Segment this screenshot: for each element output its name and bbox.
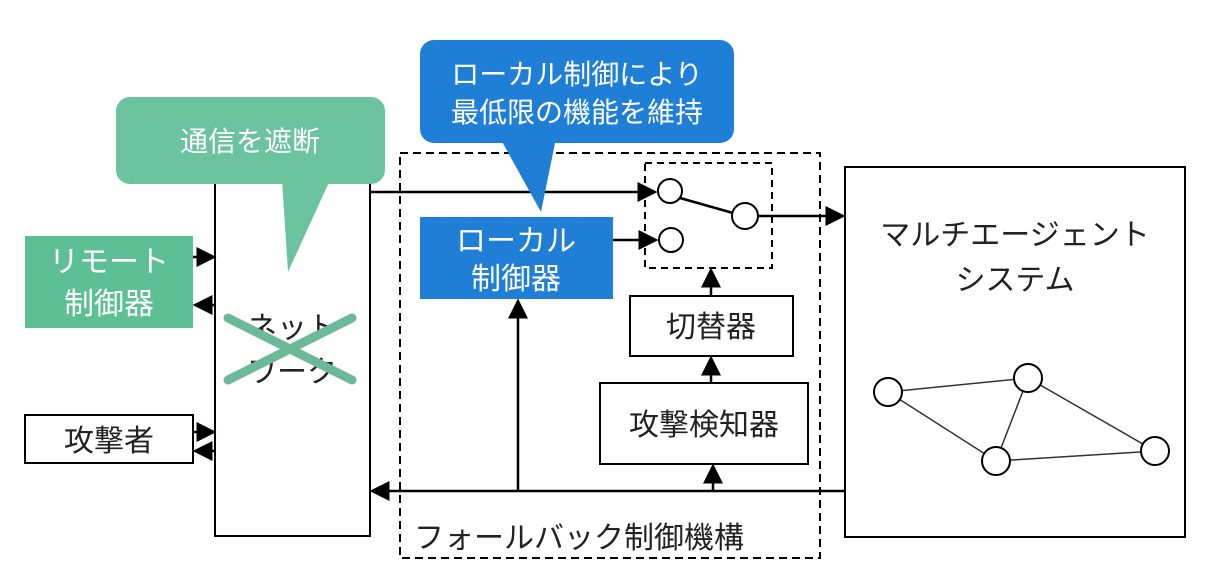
agent-node — [1140, 436, 1170, 466]
fallback-label: フォールバック制御機構 — [414, 521, 744, 556]
fallback-boundary — [399, 152, 821, 559]
remote-controller-box — [25, 236, 193, 328]
callout-block-communication: 通信を遮断 — [116, 97, 385, 272]
switch-common-terminal — [731, 202, 759, 230]
agent-node — [981, 446, 1011, 476]
switch-terminal-local — [658, 227, 684, 253]
callout-local-control-line2: 最低限の機能を維持 — [451, 96, 703, 129]
local-controller-label-line1: ローカル — [456, 224, 576, 259]
local-controller-box — [420, 217, 613, 299]
callout-block-communication-text: 通信を遮断 — [180, 125, 320, 158]
callout-local-control-line1: ローカル制御により — [451, 58, 702, 91]
switcher-box — [629, 295, 794, 357]
mas-box — [844, 166, 1186, 538]
switch-lever — [679, 196, 734, 215]
attacker-box — [24, 414, 194, 464]
switcher-label: 切替器 — [666, 310, 756, 345]
block-cross-mark — [223, 313, 357, 385]
local-controller-label-line2: 制御器 — [471, 262, 561, 297]
switch-terminal-network — [657, 178, 683, 204]
agent-node — [873, 377, 903, 407]
remote-controller-label-line1: リモート — [49, 245, 169, 280]
agent-node — [1013, 363, 1043, 393]
attacker-label: 攻撃者 — [64, 424, 154, 459]
callout-local-control: ローカル制御により 最低限の機能を維持 — [420, 40, 734, 212]
switch-boundary — [644, 162, 773, 269]
mas-label-line1: マルチエージェント — [880, 218, 1149, 253]
mas-label-line2: システム — [955, 263, 1074, 298]
attack-detector-label: 攻撃検知器 — [629, 408, 779, 443]
remote-controller-label-line2: 制御器 — [64, 287, 154, 322]
